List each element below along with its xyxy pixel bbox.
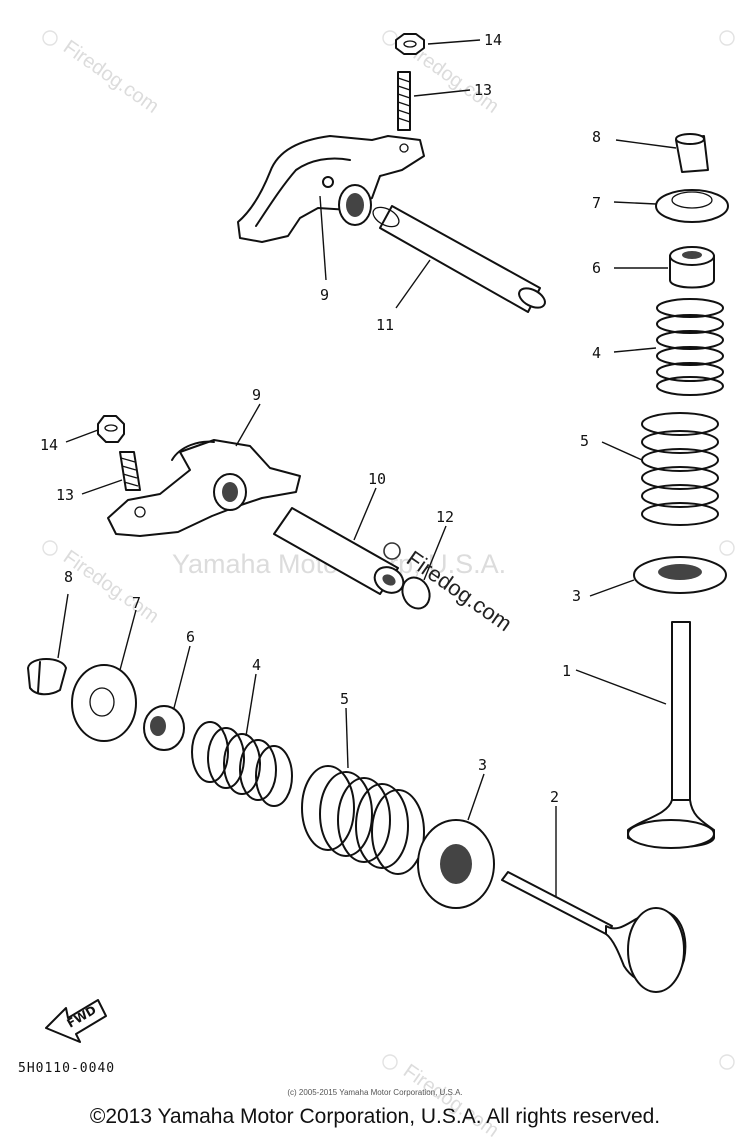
- part-number: 8: [64, 568, 73, 586]
- exhaust-valve-icon: [627, 621, 715, 849]
- part-number: 5: [580, 432, 589, 450]
- part-number: 6: [186, 628, 195, 646]
- o-ring-icon: [401, 576, 431, 610]
- part-number: 14: [484, 31, 502, 49]
- upper-rocker-arm: [237, 33, 546, 313]
- part-number: 2: [550, 788, 559, 806]
- middle-rocker-arm: [97, 415, 431, 610]
- part-number: 9: [320, 286, 329, 304]
- watermark-copyright-icon: [719, 540, 735, 556]
- watermark-copyright-icon: [719, 30, 735, 46]
- part-number: 13: [474, 81, 492, 99]
- leader-lines: [57, 39, 677, 896]
- valve-cotter-icon: [27, 658, 67, 696]
- part-number: 5: [340, 690, 349, 708]
- diagram-code: 5H0110-0040: [18, 1061, 116, 1076]
- intake-valve-icon: [501, 871, 687, 993]
- part-number: 12: [436, 508, 454, 526]
- copyright-footer: ©2013 Yamaha Motor Corporation, U.S.A. A…: [89, 1105, 661, 1128]
- outer-spring-icon: [301, 765, 425, 875]
- watermark-text: Firedog.com: [59, 546, 163, 628]
- inner-spring-icon: [191, 721, 293, 807]
- part-number: 4: [252, 656, 261, 674]
- part-number: 8: [592, 128, 601, 146]
- part-number: 10: [368, 470, 386, 488]
- watermark-copyright-icon: [719, 1054, 735, 1070]
- part-number-labels: 14 13 9 11 8 7 6 4 5 3 1 9 14 13 10 12 8…: [40, 31, 601, 806]
- spring-retainer-icon: [655, 189, 729, 223]
- nut-icon: [395, 33, 425, 55]
- part-number: 6: [592, 259, 601, 277]
- part-number: 3: [572, 587, 581, 605]
- outer-spring-icon: [641, 412, 719, 526]
- part-number: 7: [132, 594, 141, 612]
- small-copyright: (c) 2005-2015 Yamaha Motor Corporation, …: [287, 1088, 463, 1097]
- rocker-shaft-icon: [273, 507, 399, 595]
- forward-arrow-icon: FWD: [45, 999, 107, 1043]
- watermark-copyright-icon: [382, 30, 398, 46]
- part-number: 13: [56, 486, 74, 504]
- nut-icon: [97, 415, 125, 443]
- bottom-valve-stack: FWD: [27, 658, 687, 1043]
- part-number: 11: [376, 316, 394, 334]
- right-valve-stack: [627, 133, 729, 849]
- rocker-arm-icon: [107, 439, 301, 537]
- part-number: 3: [478, 756, 487, 774]
- part-number: 9: [252, 386, 261, 404]
- watermark-copyright-icon: [382, 1054, 398, 1070]
- rocker-shaft-icon: [379, 205, 541, 313]
- watermark-center-copyright-icon: [383, 542, 401, 560]
- inner-spring-icon: [656, 298, 724, 396]
- part-number: 1: [562, 662, 571, 680]
- watermark-text: Firedog.com: [59, 36, 163, 118]
- watermark-copyright-icon: [42, 540, 58, 556]
- watermark-copyright-icon: [42, 30, 58, 46]
- part-number: 4: [592, 344, 601, 362]
- spring-retainer-icon: [71, 664, 137, 742]
- part-number: 7: [592, 194, 601, 212]
- part-number: 14: [40, 436, 58, 454]
